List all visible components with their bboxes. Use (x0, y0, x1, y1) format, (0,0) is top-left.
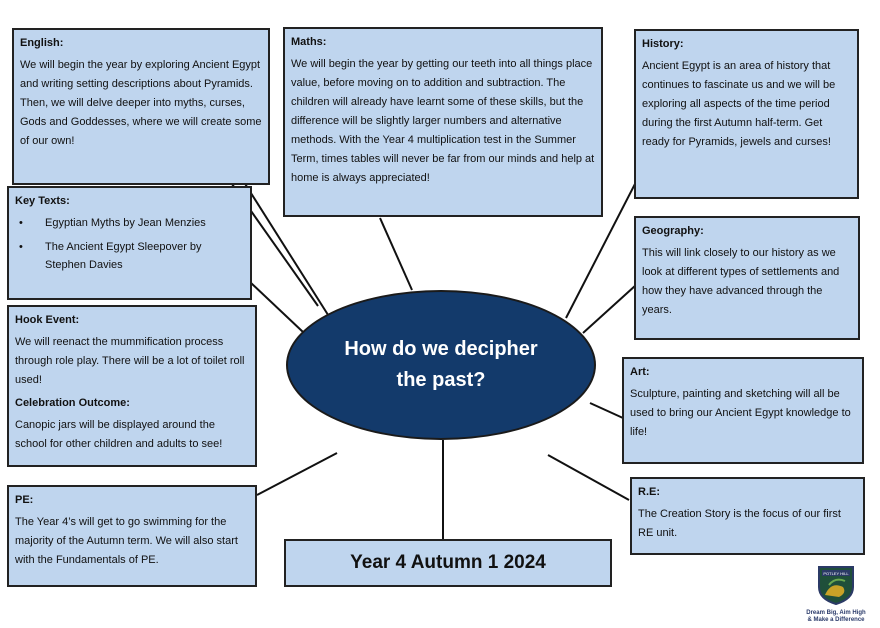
re-box: R.E: The Creation Story is the focus of … (630, 477, 865, 555)
key-texts-heading: Key Texts: (15, 195, 70, 207)
key-texts-box: Key Texts: Egyptian Myths by Jean Menzie… (7, 186, 252, 300)
geography-box: Geography: This will link closely to our… (634, 216, 860, 340)
pe-text: The Year 4’s will get to go swimming for… (15, 516, 238, 566)
hook-event-box: Hook Event: We will reenact the mummific… (7, 305, 257, 467)
school-logo: POTLEY HILL Dream Big, Aim High & Make a… (796, 565, 876, 625)
re-text: The Creation Story is the focus of our f… (638, 508, 841, 539)
key-texts-list: Egyptian Myths by Jean Menzies The Ancie… (15, 214, 244, 274)
art-box: Art: Sculpture, painting and sketching w… (622, 357, 864, 464)
history-box: History: Ancient Egypt is an area of his… (634, 29, 859, 199)
history-heading: History: (642, 38, 684, 50)
maths-text: We will begin the year by getting our te… (291, 58, 595, 184)
logo-school-name: POTLEY HILL (823, 571, 849, 576)
list-item: Egyptian Myths by Jean Menzies (19, 214, 244, 232)
celebration-outcome-text: Canopic jars will be displayed around th… (15, 419, 223, 450)
english-heading: English: (20, 37, 64, 49)
pe-box: PE: The Year 4’s will get to go swimming… (7, 485, 257, 587)
hook-event-text: We will reenact the mummification proces… (15, 336, 245, 386)
art-text: Sculpture, painting and sketching will a… (630, 388, 851, 438)
maths-box: Maths: We will begin the year by getting… (283, 27, 603, 217)
footer-title-box: Year 4 Autumn 1 2024 (284, 539, 612, 587)
hook-event-heading: Hook Event: (15, 314, 80, 326)
english-box: English: We will begin the year by explo… (12, 28, 270, 185)
school-crest-icon: POTLEY HILL (818, 566, 854, 606)
geography-text: This will link closely to our history as… (642, 247, 840, 316)
re-heading: R.E: (638, 486, 660, 498)
logo-tagline-2: & Make a Difference (807, 617, 865, 623)
central-question: How do we decipher the past? (286, 290, 596, 440)
art-heading: Art: (630, 366, 650, 378)
list-item: The Ancient Egypt Sleepover by Stephen D… (19, 238, 244, 274)
central-question-text: How do we decipher the past? (344, 338, 538, 391)
logo-tagline-1: Dream Big, Aim High (806, 610, 866, 616)
english-text: We will begin the year by exploring Anci… (20, 59, 262, 147)
geography-heading: Geography: (642, 225, 704, 237)
maths-heading: Maths: (291, 36, 327, 48)
history-text: Ancient Egypt is an area of history that… (642, 60, 836, 148)
footer-title: Year 4 Autumn 1 2024 (350, 552, 546, 573)
pe-heading: PE: (15, 494, 34, 506)
celebration-outcome-heading: Celebration Outcome: (15, 397, 130, 409)
